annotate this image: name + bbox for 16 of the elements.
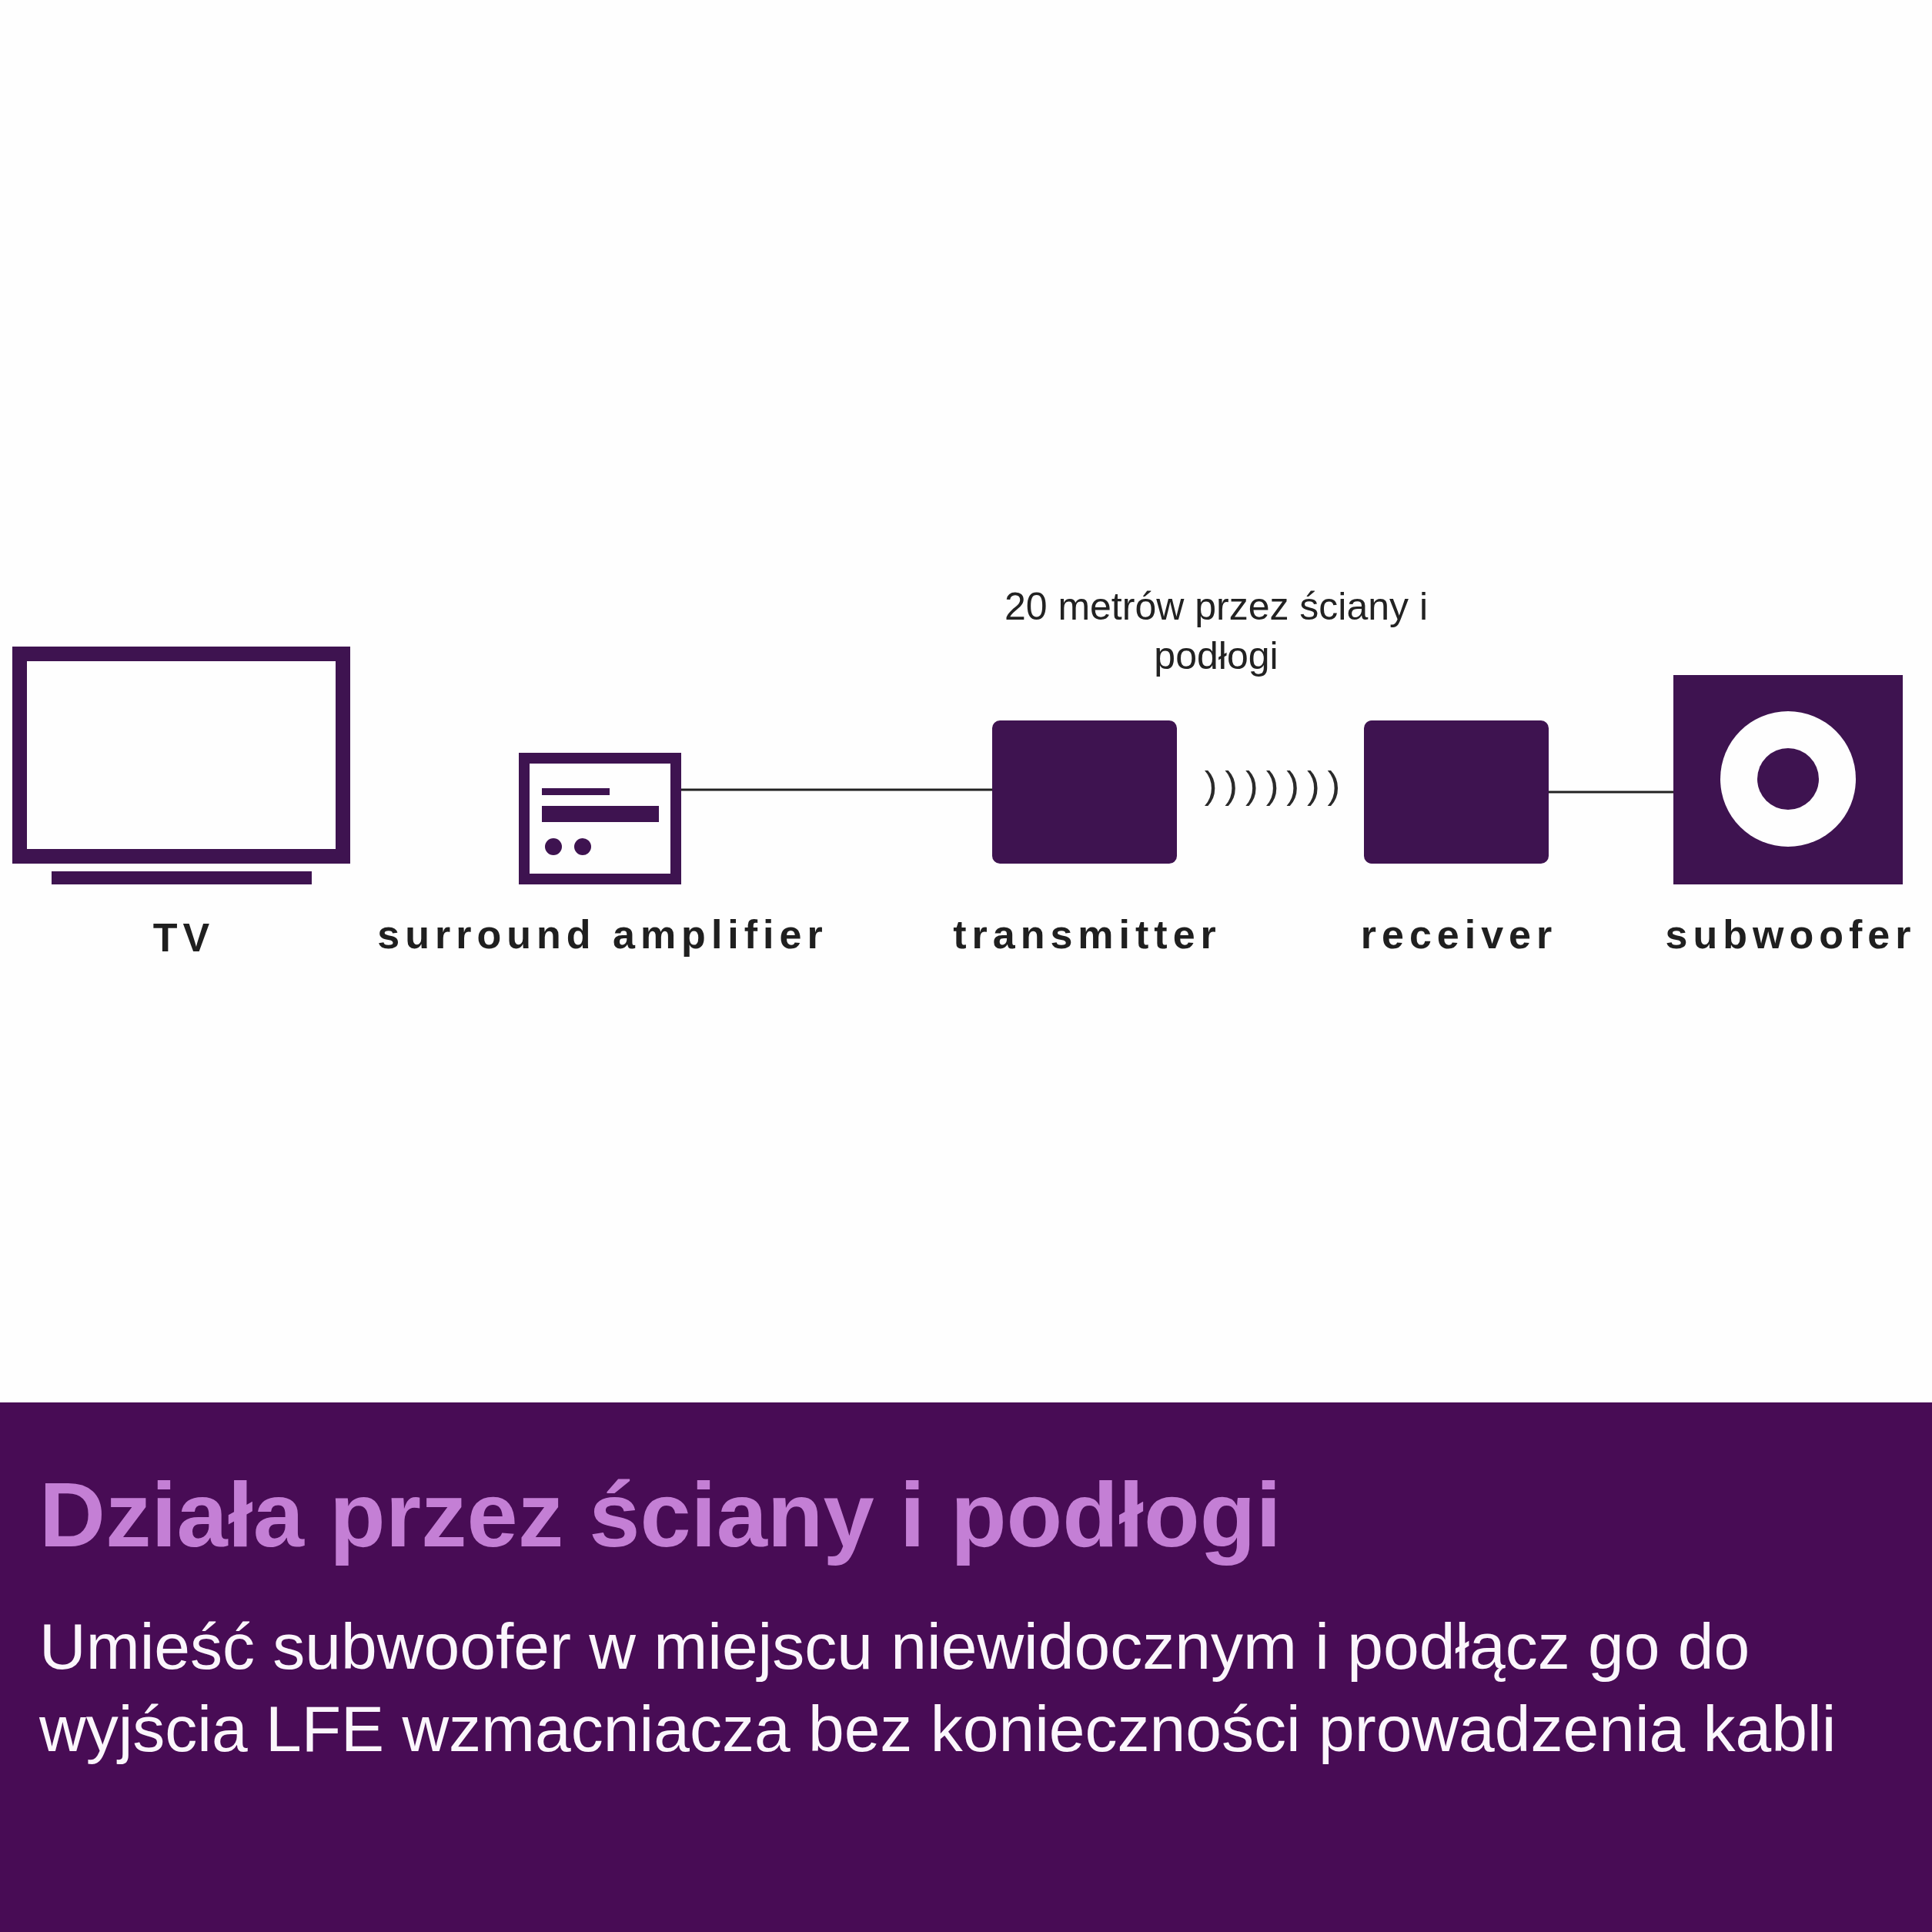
receiver-box (1364, 720, 1549, 864)
device-label: TV (152, 914, 216, 961)
subwoofer-drawing (1673, 675, 1903, 884)
device-label: surround amplifier (376, 911, 828, 958)
signal-waves: ))))))) (1203, 763, 1349, 808)
device-label: receiver (1359, 911, 1558, 958)
heading: Działa przez ściany i podłogi (39, 1462, 1282, 1567)
device-label: subwoofer (1664, 911, 1917, 958)
description: Umieść subwoofer w miejscu niewidocznym i podłącz go do wyjścia LFE wzmacniacza bez konieczności prowadzenia kabli (39, 1609, 1837, 1767)
tv-drawing (12, 647, 350, 884)
transmitter-box (992, 720, 1177, 864)
cable-line (681, 788, 992, 791)
device-label: transmitter (952, 911, 1222, 958)
amplifier-drawing (519, 753, 681, 884)
range-note: 20 metrów przez ściany i podłogi (1003, 584, 1429, 679)
cable-line (1549, 791, 1673, 794)
